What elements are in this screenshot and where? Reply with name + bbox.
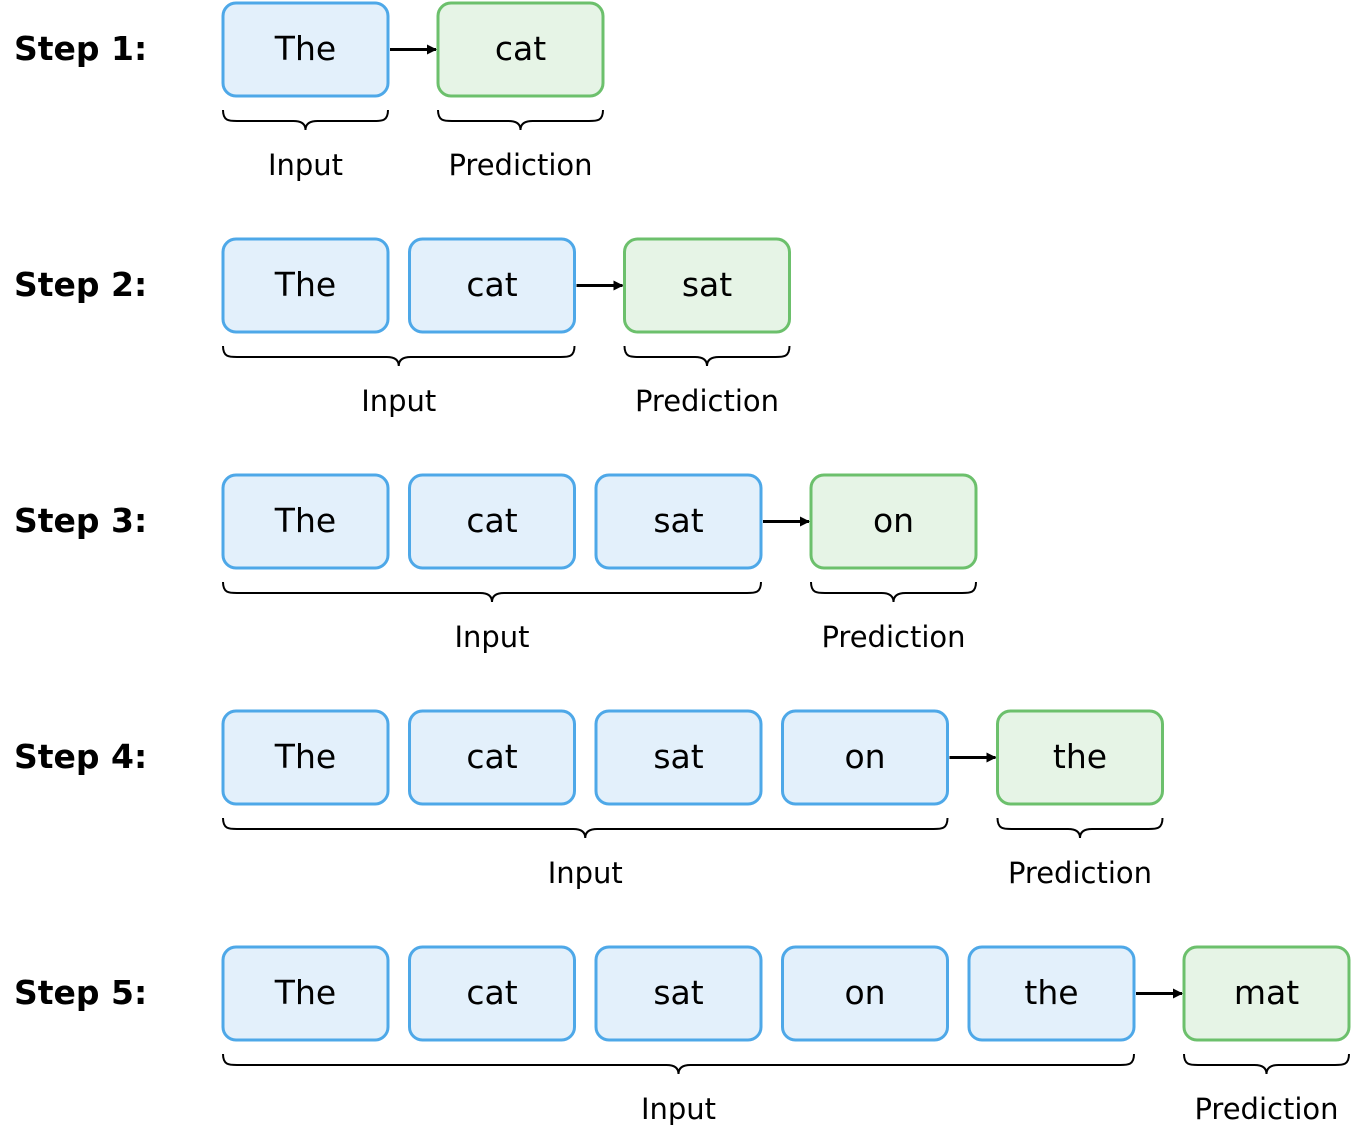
prediction-brace: [810, 581, 977, 603]
input-token-text: on: [844, 737, 885, 776]
prediction-token-text: sat: [682, 265, 732, 304]
step-label: Step 4:: [14, 737, 147, 776]
input-token-text: The: [274, 737, 336, 776]
input-token: The: [221, 473, 390, 570]
input-token: The: [221, 1, 390, 98]
prediction-token-text: mat: [1234, 973, 1299, 1012]
prediction-token-box: [436, 1, 605, 98]
prediction-brace: [1183, 1053, 1350, 1075]
input-token-text: The: [274, 265, 336, 304]
input-token-text: cat: [466, 265, 517, 304]
input-token: the: [967, 945, 1136, 1042]
input-caption: Input: [454, 620, 529, 654]
input-brace: [222, 345, 576, 367]
input-token-text: cat: [466, 973, 517, 1012]
prediction-caption: Prediction: [635, 384, 779, 418]
prediction-token-text: on: [873, 501, 914, 540]
input-token: The: [221, 237, 390, 334]
prediction-token: on: [809, 473, 978, 570]
input-token-text: cat: [466, 501, 517, 540]
input-token-box: [408, 709, 576, 806]
input-brace: [222, 1053, 1135, 1075]
prediction-token-box: [1182, 945, 1351, 1042]
input-token-text: The: [274, 973, 336, 1012]
prediction-brace: [623, 345, 791, 367]
input-token-box: [221, 1, 390, 98]
input-brace: [222, 817, 949, 839]
prediction-brace: [437, 109, 604, 131]
input-token-text: on: [844, 973, 885, 1012]
input-token: sat: [594, 945, 763, 1042]
input-token-box: [408, 945, 576, 1042]
input-token: on: [781, 709, 949, 806]
input-token-text: the: [1024, 973, 1078, 1012]
prediction-token-text: cat: [495, 29, 546, 68]
prediction-brace: [996, 817, 1164, 839]
input-token: sat: [594, 473, 763, 570]
input-token-text: sat: [653, 737, 703, 776]
step-label: Step 5:: [14, 973, 147, 1012]
input-token: sat: [594, 709, 763, 806]
input-token-box: [221, 237, 390, 334]
prediction-caption: Prediction: [1194, 1092, 1338, 1126]
input-brace: [222, 581, 762, 603]
input-brace: [222, 109, 389, 131]
step-label: Step 3:: [14, 501, 147, 540]
input-token: cat: [408, 709, 576, 806]
input-token-text: The: [274, 501, 336, 540]
input-token-box: [408, 473, 576, 570]
input-token-box: [594, 709, 763, 806]
input-token: cat: [408, 473, 576, 570]
prediction-token-box: [623, 237, 791, 334]
input-token-box: [221, 473, 390, 570]
input-caption: Input: [268, 148, 343, 182]
input-token: The: [221, 709, 390, 806]
step-label: Step 1:: [14, 29, 147, 68]
input-token-text: sat: [653, 973, 703, 1012]
input-token: cat: [408, 945, 576, 1042]
input-token-box: [594, 945, 763, 1042]
prediction-token: sat: [623, 237, 791, 334]
input-token-box: [781, 709, 949, 806]
input-token-box: [221, 945, 390, 1042]
input-token-box: [408, 237, 576, 334]
input-token-box: [594, 473, 763, 570]
prediction-caption: Prediction: [448, 148, 592, 182]
prediction-caption: Prediction: [1008, 856, 1152, 890]
input-token-text: The: [274, 29, 336, 68]
input-token-box: [221, 709, 390, 806]
prediction-token-text: the: [1053, 737, 1107, 776]
prediction-token: the: [996, 709, 1164, 806]
step-label: Step 2:: [14, 265, 147, 304]
input-token: The: [221, 945, 390, 1042]
input-token: on: [781, 945, 949, 1042]
prediction-token: mat: [1182, 945, 1351, 1042]
input-token-box: [781, 945, 949, 1042]
input-token-box: [967, 945, 1136, 1042]
prediction-token-box: [996, 709, 1164, 806]
input-caption: Input: [361, 384, 436, 418]
prediction-token-box: [809, 473, 978, 570]
input-token-text: cat: [466, 737, 517, 776]
input-token: cat: [408, 237, 576, 334]
input-caption: Input: [548, 856, 623, 890]
prediction-caption: Prediction: [821, 620, 965, 654]
input-token-text: sat: [653, 501, 703, 540]
prediction-token: cat: [436, 1, 605, 98]
input-caption: Input: [641, 1092, 716, 1126]
